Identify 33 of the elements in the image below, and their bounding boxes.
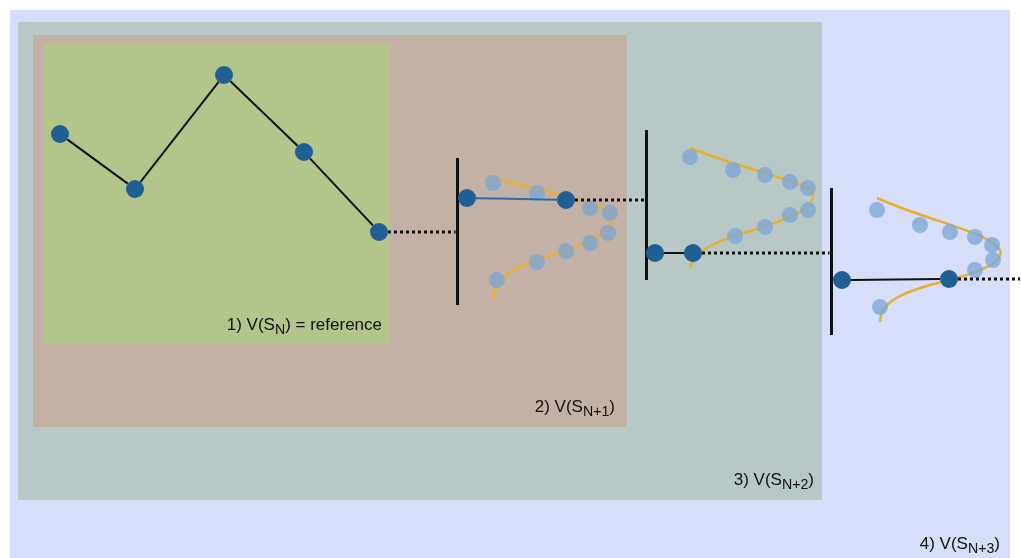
data-point <box>370 223 388 241</box>
divider-bar <box>829 188 833 335</box>
data-point <box>215 66 233 84</box>
connector-line <box>663 252 685 254</box>
region-label: 3) V(S$_{N+2}$) <box>733 469 814 492</box>
data-point <box>51 125 69 143</box>
data-point <box>940 270 958 288</box>
region-label: 4) V(S$_{N+3}$) <box>919 533 1000 556</box>
divider-bar <box>644 130 648 280</box>
connector-line <box>850 278 941 281</box>
region-panel <box>44 44 390 343</box>
data-point <box>684 244 702 262</box>
connector-line <box>309 157 374 227</box>
region-label: 2) V(S$_{N+1}$) <box>534 396 615 419</box>
divider-bar <box>455 158 459 305</box>
data-point <box>126 180 144 198</box>
region-panel <box>33 35 627 427</box>
connector-line <box>66 138 129 185</box>
region-label: 1) V(S$_{N}$) = reference <box>226 314 382 337</box>
connector-line <box>229 80 299 147</box>
dotted-connector <box>958 277 1020 281</box>
connector-line <box>139 81 220 183</box>
connector-line <box>475 197 558 201</box>
data-point <box>458 189 476 207</box>
data-point <box>295 143 313 161</box>
dotted-connector <box>575 198 645 202</box>
region-panel <box>10 10 1010 558</box>
region-panel <box>18 22 822 500</box>
data-point <box>557 191 575 209</box>
data-point <box>646 244 664 262</box>
data-point <box>833 271 851 289</box>
dotted-connector <box>702 251 830 255</box>
dotted-connector <box>388 230 456 234</box>
